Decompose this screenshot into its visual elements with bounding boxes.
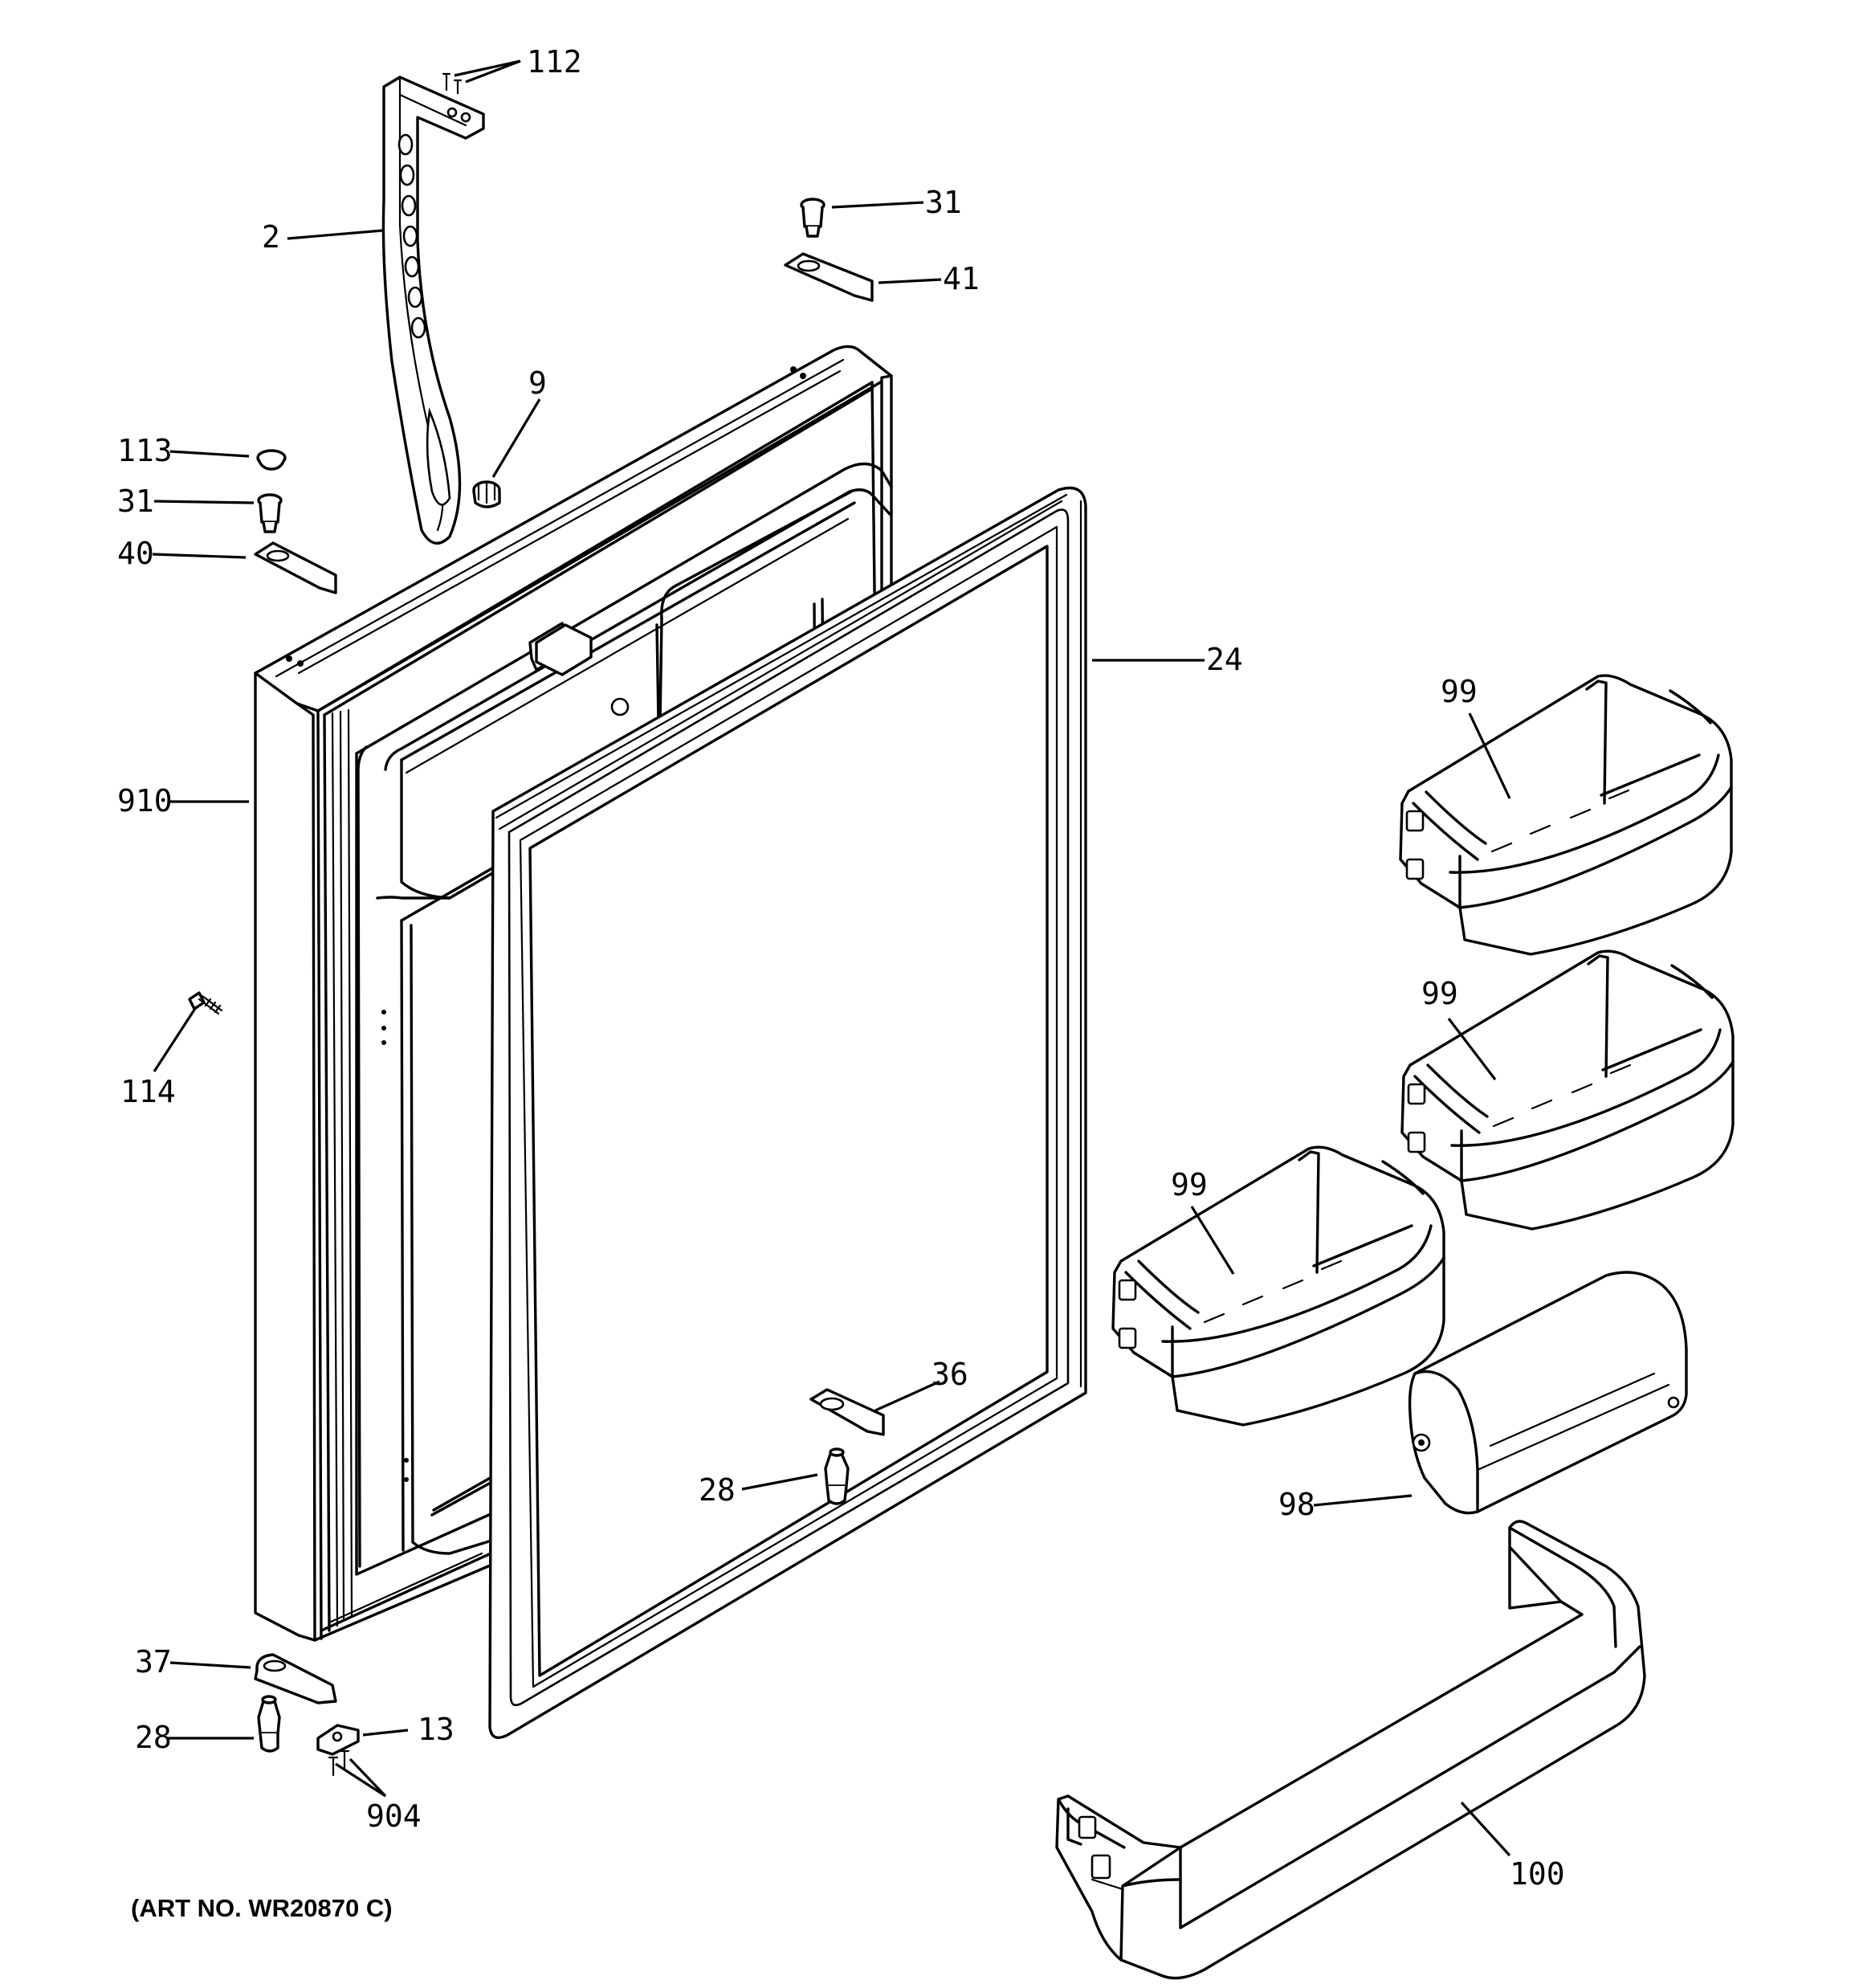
callout-24: 24 [1206, 642, 1243, 677]
screw-112-pair [442, 72, 463, 95]
callout-910: 910 [117, 783, 173, 818]
callout-114: 114 [120, 1074, 176, 1109]
callout-labels: 112 2 31 41 9 113 31 40 24 99 910 99 114… [117, 44, 1565, 1892]
callout-40: 40 [117, 536, 154, 571]
callout-9: 9 [528, 365, 547, 401]
hinge-pin-31-left [257, 493, 283, 533]
art-number-label: (ART NO. WR20870 C) [131, 1894, 393, 1922]
callout-13: 13 [418, 1712, 455, 1747]
door-handle-part [381, 76, 485, 545]
callout-99-top: 99 [1441, 674, 1478, 709]
door-bin-100 [1055, 1520, 1646, 1980]
callout-28-left: 28 [135, 1720, 172, 1755]
dairy-cover-98 [1408, 1271, 1688, 1515]
hinge-plate-40 [254, 541, 337, 594]
callout-31-left: 31 [117, 484, 154, 519]
door-bin-99-top [1399, 674, 1733, 956]
callout-2: 2 [262, 219, 280, 255]
callout-99-lower: 99 [1171, 1167, 1208, 1202]
callout-31-top: 31 [925, 185, 962, 220]
callout-36: 36 [932, 1357, 968, 1392]
door-gasket-24 [488, 486, 1087, 1739]
door-stop-9 [472, 480, 501, 508]
hinge-plate-41 [784, 252, 874, 302]
callout-41: 41 [943, 261, 980, 296]
callout-100: 100 [1510, 1856, 1565, 1892]
hinge-13 [316, 1724, 360, 1756]
callout-99-middle: 99 [1421, 976, 1458, 1011]
door-bin-99-middle [1400, 949, 1735, 1231]
callout-113: 113 [117, 433, 173, 468]
callout-98: 98 [1278, 1487, 1315, 1522]
hinge-bracket-36 [809, 1388, 885, 1436]
callout-904: 904 [366, 1798, 422, 1834]
hinge-bracket-37 [254, 1653, 337, 1704]
hinge-pin-28-left [257, 1695, 281, 1753]
hinge-pin-28-center [824, 1447, 850, 1505]
door-bin-99-lower [1111, 1145, 1445, 1427]
screw-114 [188, 991, 223, 1015]
leader-lines [152, 59, 1511, 1857]
callout-112: 112 [527, 44, 582, 80]
callout-28-center: 28 [699, 1472, 736, 1508]
callout-37: 37 [135, 1644, 172, 1680]
hinge-pin-31-top [800, 198, 826, 238]
screw-904-pair [328, 1749, 350, 1777]
plug-button-113 [256, 449, 287, 471]
